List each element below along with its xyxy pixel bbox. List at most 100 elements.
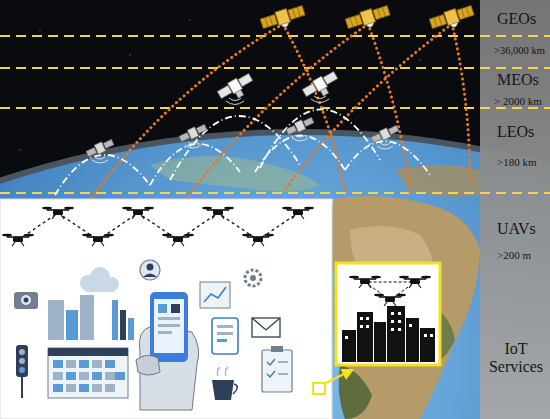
city-buildings xyxy=(366,325,369,328)
clipboard-icon xyxy=(262,346,292,392)
layer-name-holder: LEOs xyxy=(497,123,534,141)
calendar-icon xyxy=(92,384,102,392)
layer-label-column xyxy=(480,0,550,419)
calendar-icon xyxy=(115,372,125,380)
city-inset xyxy=(336,263,440,365)
hand-phone-icon xyxy=(136,292,199,410)
city-buildings xyxy=(391,328,394,331)
geo-satellites xyxy=(260,4,307,34)
leo-satellites xyxy=(370,124,400,149)
meo-satellites xyxy=(301,70,341,104)
tablet-icon xyxy=(217,339,227,342)
geo-satellites xyxy=(429,4,476,34)
city-buildings xyxy=(409,324,412,327)
meo-satellites xyxy=(216,70,341,106)
layer-name-holder: UAVs xyxy=(497,220,536,238)
land-masses xyxy=(328,196,480,419)
hand-phone-icon xyxy=(150,292,188,362)
orbit-arcs xyxy=(260,109,380,168)
clipboard-icon xyxy=(267,371,275,377)
zoom-arrow xyxy=(326,370,352,383)
meo-satellites xyxy=(216,72,256,106)
building-icon xyxy=(48,295,94,340)
layer-name-holder: IoT Services xyxy=(484,340,548,377)
altitude-label-holder: >36,000 km xyxy=(494,40,545,58)
calendar-icon xyxy=(53,360,63,368)
city-buildings xyxy=(342,306,435,362)
person-icon xyxy=(140,260,160,280)
city-buildings xyxy=(345,312,433,339)
leo-satellites xyxy=(285,116,315,141)
camera-icon xyxy=(14,292,38,309)
person-icon xyxy=(140,260,160,280)
altitude-label-holder: > 2000 km xyxy=(494,91,542,109)
chart-icon xyxy=(200,282,230,308)
hand-phone-icon xyxy=(136,355,160,375)
tablet-icon xyxy=(212,318,238,354)
orbit-arcs xyxy=(55,109,430,195)
traffic-light-icon xyxy=(19,367,25,373)
city-buildings xyxy=(366,317,369,320)
uav-swarm xyxy=(242,234,274,246)
geo-satellites xyxy=(260,4,476,34)
layer-name: LEOs xyxy=(497,123,534,141)
stars xyxy=(129,54,131,56)
calendar-icon xyxy=(92,372,102,380)
hand-phone-icon xyxy=(158,304,167,313)
geo-links xyxy=(90,24,283,200)
person-icon xyxy=(143,274,157,278)
uav-swarm xyxy=(122,207,154,219)
city-buildings xyxy=(360,325,363,328)
gear-icon xyxy=(245,270,261,286)
city-buildings xyxy=(420,328,435,362)
city-buildings xyxy=(374,322,386,362)
orbit-arcs xyxy=(55,155,150,195)
city-inset xyxy=(349,276,381,288)
altitude-label: > 2000 km xyxy=(494,95,542,108)
geo-links xyxy=(368,24,410,192)
uav-swarm-links xyxy=(18,213,298,240)
earth xyxy=(0,135,550,419)
stars xyxy=(69,109,71,111)
calendar-icon xyxy=(53,360,125,392)
tablet-icon xyxy=(217,325,233,328)
geo-links xyxy=(90,24,470,200)
clipboard-icon xyxy=(278,361,288,363)
building-icon xyxy=(66,310,78,340)
clipboard-icon xyxy=(262,350,292,392)
city-buildings xyxy=(406,318,419,362)
stars xyxy=(419,59,421,61)
building-icon xyxy=(80,295,94,340)
city-inset xyxy=(399,276,431,288)
layer-name: GEOs xyxy=(497,10,536,28)
layer-name-holder: MEOs xyxy=(497,71,539,89)
city-buildings xyxy=(424,334,427,337)
hand-phone-icon xyxy=(158,331,172,334)
stars xyxy=(39,29,41,31)
altitude-label-holder: >180 km xyxy=(497,152,537,170)
zoom-region-marker xyxy=(313,383,325,394)
hand-phone-icon xyxy=(154,299,184,353)
hand-phone-icon xyxy=(158,317,180,320)
calendar-icon xyxy=(48,348,128,398)
bar-chart-icon xyxy=(112,300,118,340)
iot-icons xyxy=(14,260,292,410)
altitude-label-holder: >200 m xyxy=(497,245,531,263)
layer-name: UAVs xyxy=(497,220,536,238)
calendar-icon xyxy=(48,348,128,356)
envelope-icon xyxy=(252,318,280,337)
uav-swarm xyxy=(162,234,194,246)
leo-satellites xyxy=(85,138,115,163)
uav-swarm xyxy=(82,234,114,246)
calendar-icon xyxy=(79,372,89,380)
altitude-label: >180 km xyxy=(497,156,537,169)
cloud-icon xyxy=(84,283,116,292)
chart-icon xyxy=(204,287,226,302)
geo-links xyxy=(452,24,470,185)
city-buildings xyxy=(398,320,401,323)
calendar-icon xyxy=(53,360,115,392)
city-buildings xyxy=(398,312,401,315)
orbit-arcs xyxy=(150,144,240,185)
city-buildings xyxy=(430,334,433,337)
stars xyxy=(19,149,21,151)
